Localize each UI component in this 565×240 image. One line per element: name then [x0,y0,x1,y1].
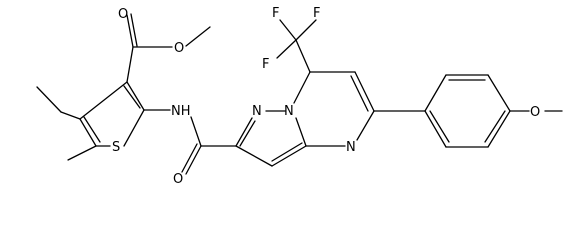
atom-labels: O O S NH O N N N F F F O [112,6,540,187]
bond-lines [36,13,563,175]
atom-o-carbonyl-ester: O [118,7,128,22]
atom-o-methoxy: O [530,105,540,120]
atom-nh-amide: NH [171,104,191,119]
atom-s-thiophene: S [112,140,120,155]
atom-o-ester: O [174,41,184,56]
atom-f-3: F [262,57,269,72]
atom-f-2: F [313,6,320,21]
atom-f-1: F [272,6,279,21]
atom-o-amide: O [173,172,183,187]
atom-n-pyrazole-2: N [284,104,294,119]
atom-n-pyrimidine: N [346,140,356,155]
atom-n-pyrazole-1: N [252,104,262,119]
molecule-structure: O O S NH O N N N F F F O [36,6,563,187]
